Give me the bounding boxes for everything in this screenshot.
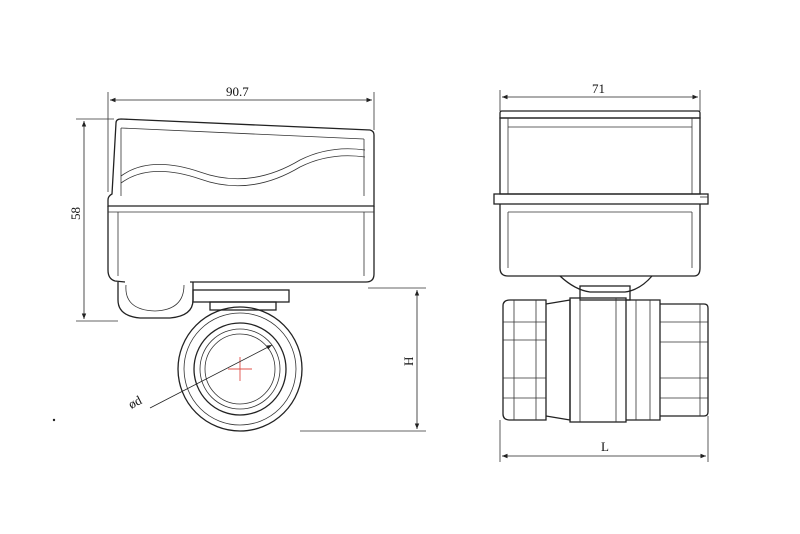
- actuator-housing: [107, 206, 375, 283]
- dim-label-90-7: 90.7: [226, 84, 249, 99]
- side-view: ød 90.7 58 H: [68, 84, 426, 432]
- diameter-leader: [149, 344, 273, 409]
- dim-label-h: H: [401, 357, 416, 366]
- valve-body-end: [177, 306, 303, 432]
- front-valve-body: [502, 297, 709, 423]
- cover-wave-inner: [120, 155, 366, 187]
- front-actuator-housing: [499, 204, 701, 277]
- dim-label-l: L: [601, 439, 609, 454]
- actuator-cover: [107, 118, 375, 207]
- mount-clip: [117, 282, 194, 319]
- cover-wave: [120, 148, 366, 180]
- front-view: 71 L: [493, 81, 709, 462]
- dim-label-71: 71: [592, 81, 605, 96]
- dim-label-58: 58: [68, 207, 83, 220]
- diameter-label: ød: [126, 392, 145, 411]
- front-stem: [579, 285, 631, 301]
- front-actuator-cover: [499, 110, 701, 119]
- stray-dot: [52, 418, 56, 422]
- valve-neck: [192, 289, 290, 303]
